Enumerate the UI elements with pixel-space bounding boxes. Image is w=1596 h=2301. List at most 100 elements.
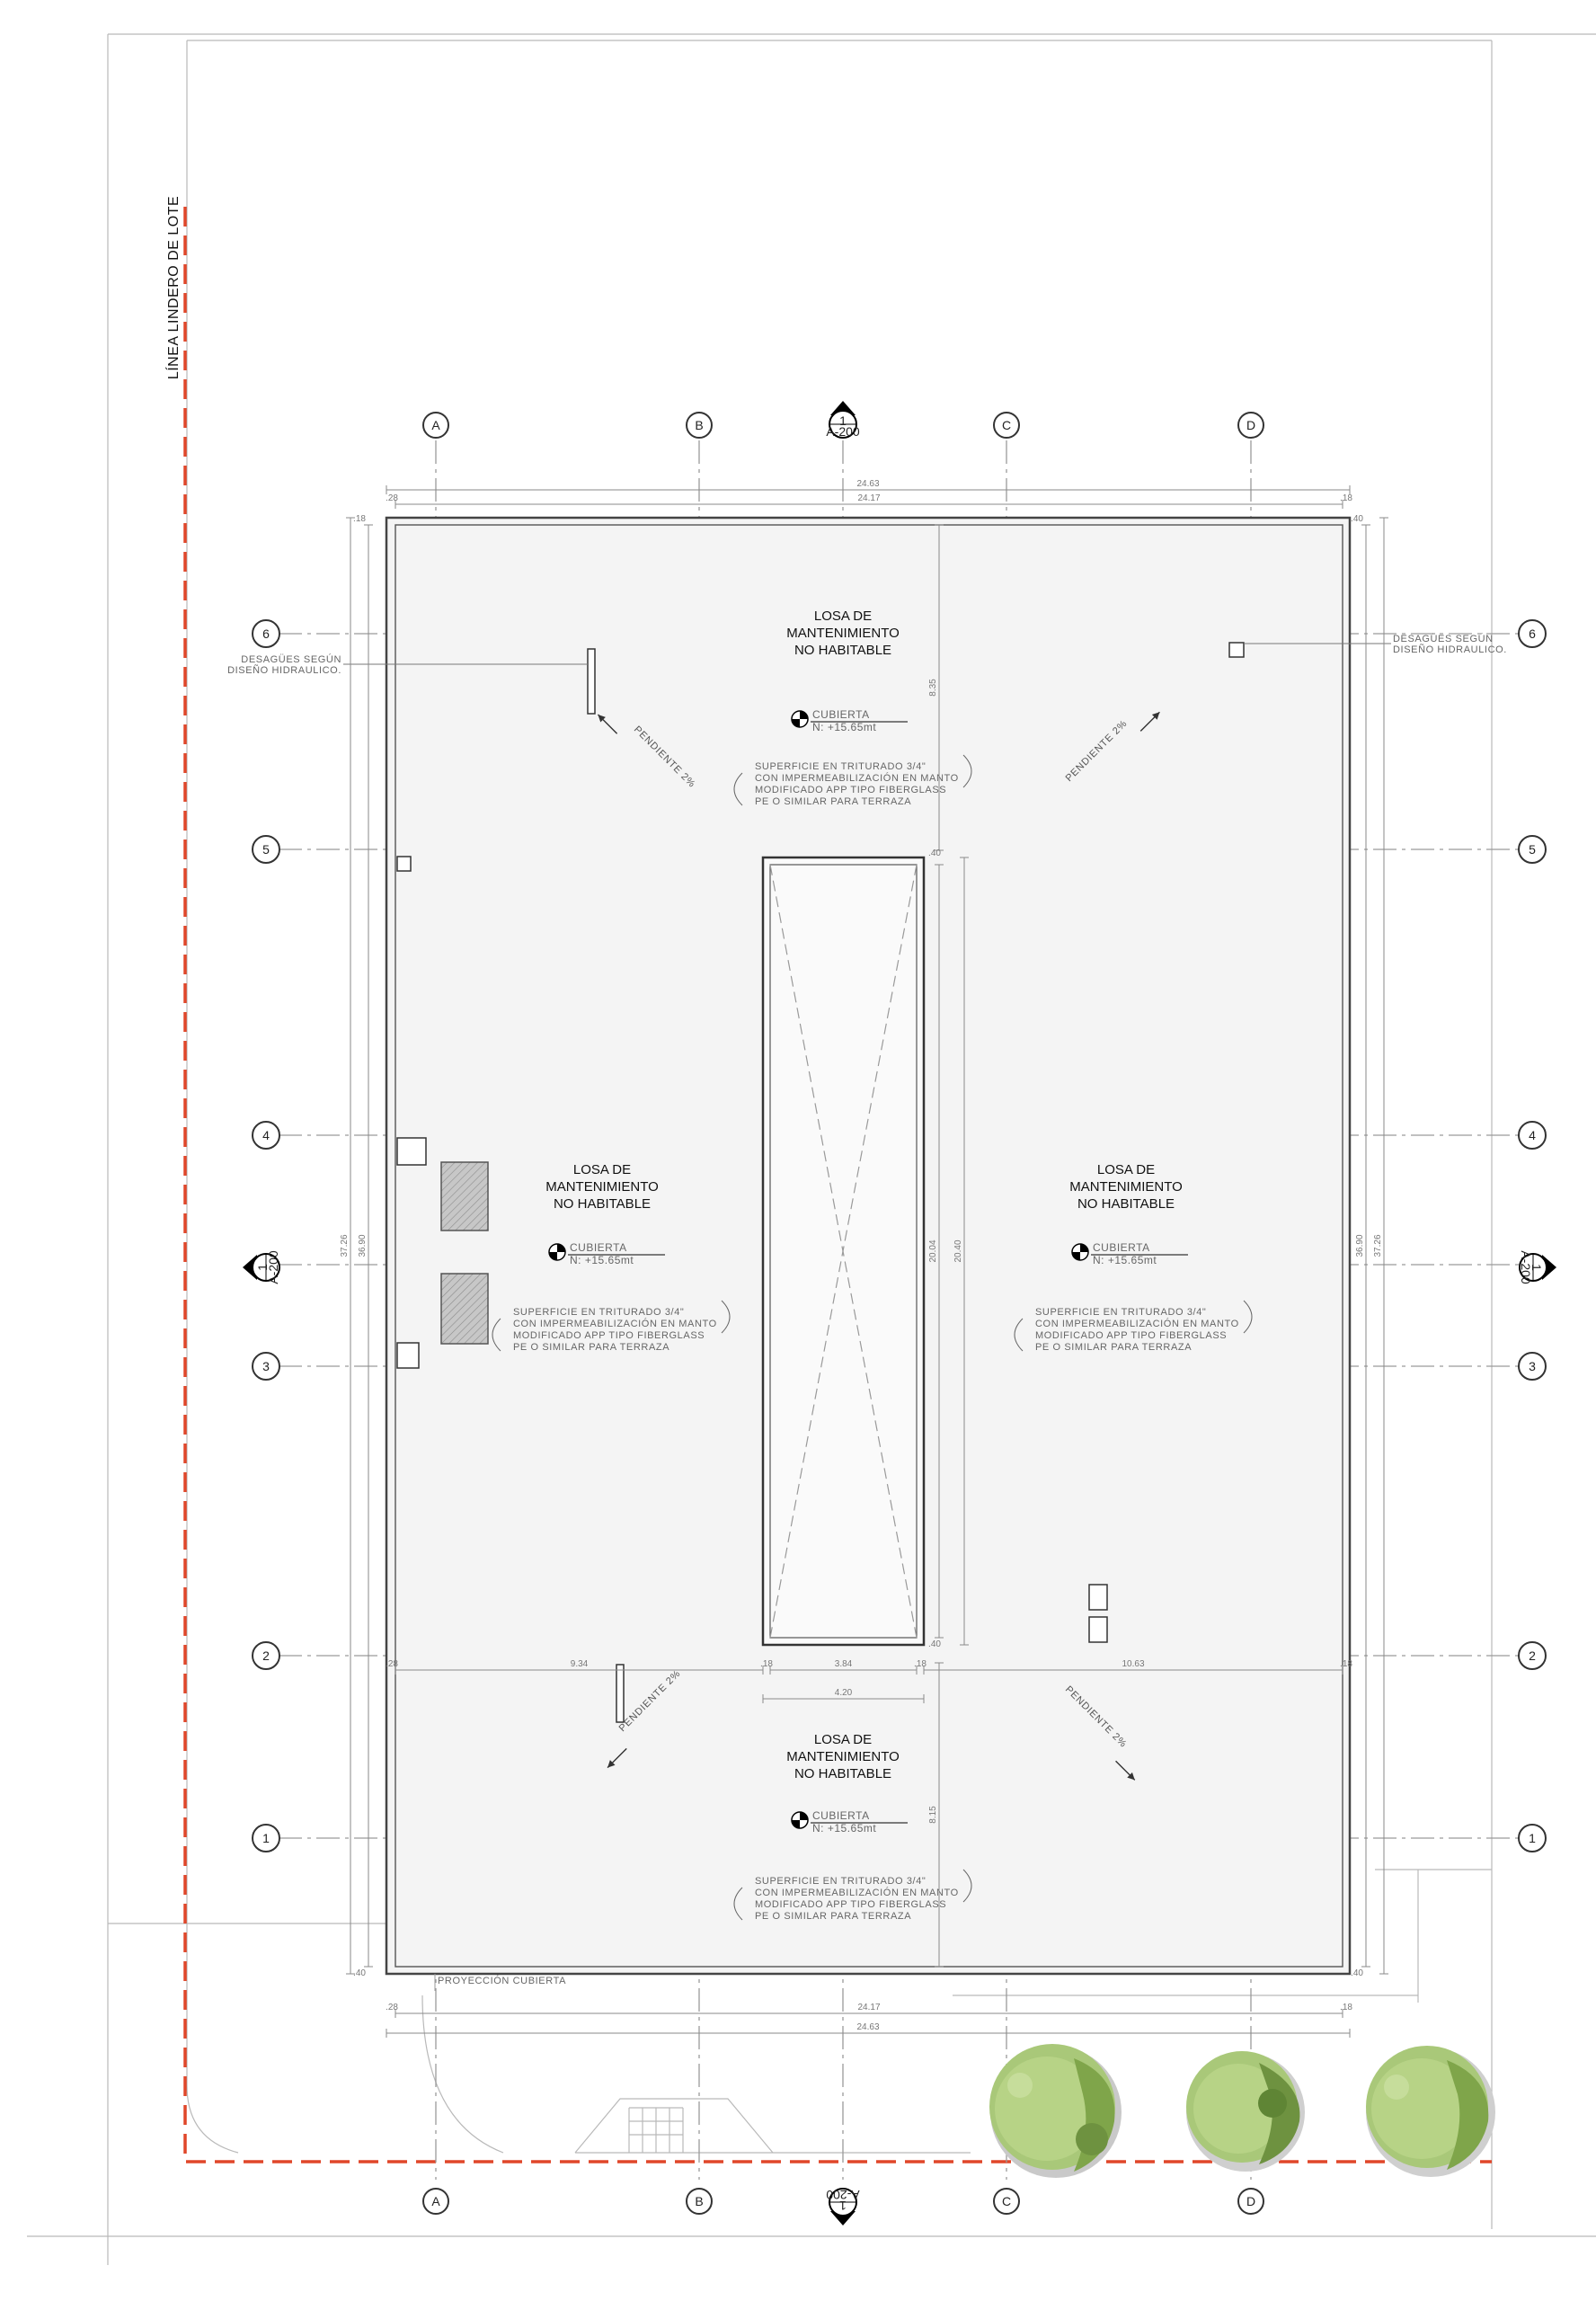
dim-overall-inner-bottom: 24.17 (857, 2003, 880, 2012)
grid-bubble-A (422, 412, 449, 439)
grid-label-5: 5 (1529, 842, 1536, 857)
finish-note-left-line: MODIFICADO APP TIPO FIBERGLASS (513, 1330, 705, 1341)
finish-note-top-leader-r (962, 754, 972, 788)
finish-note-bottom-line: CON IMPERMEABILIZACIÓN EN MANTO (755, 1887, 959, 1898)
grid-bubble-2 (252, 1641, 280, 1670)
finish-note-right-line: PE O SIMILAR PARA TERRAZA (1035, 1342, 1192, 1353)
grid-bubble-A (422, 2188, 449, 2215)
finish-note-left-line: SUPERFICIE EN TRITURADO 3/4" (513, 1307, 684, 1318)
finish-note-top-leader (733, 772, 743, 806)
slab-title-top-line: MANTENIMIENTO (786, 626, 900, 641)
grid-bubble-6 (1518, 619, 1547, 648)
level-marker-q2 (792, 719, 800, 727)
dim-left-top-edge: .18 (353, 514, 366, 524)
grid-label-1: 1 (1529, 1831, 1536, 1845)
dim-seg-left: 9.34 (571, 1659, 589, 1669)
dim-void-outer: 4.20 (835, 1688, 853, 1698)
dim-left-offset-bottom: .28 (386, 2003, 398, 2012)
level-name: CUBIERTA (812, 708, 870, 721)
grid-label-3: 3 (262, 1359, 270, 1373)
grid-bubble-D (1237, 2188, 1264, 2215)
dim-overall-inner-top: 24.17 (857, 493, 880, 503)
dim-void-bottom-edge: .40 (928, 1639, 941, 1649)
grid-bubble-6 (252, 619, 280, 648)
finish-note-top-line: CON IMPERMEABILIZACIÓN EN MANTO (755, 772, 959, 784)
dim-void-inner: 3.84 (835, 1659, 853, 1669)
finish-note-right-line: CON IMPERMEABILIZACIÓN EN MANTO (1035, 1318, 1239, 1329)
level-value: N: +15.65mt (1093, 1254, 1157, 1266)
grid-label-5: 5 (262, 842, 270, 857)
grid-bubble-B (686, 2188, 713, 2215)
finish-note-left-leader (492, 1318, 501, 1352)
grid-bubble-5 (252, 835, 280, 864)
dim-top-block: 8.35 (928, 679, 938, 697)
level-marker-q2 (549, 1252, 557, 1260)
grid-label-2: 2 (1529, 1648, 1536, 1663)
level-value: N: +15.65mt (812, 721, 876, 733)
finish-note-bottom-line: PE O SIMILAR PARA TERRAZA (755, 1911, 911, 1922)
drain-note-right-line: DISEÑO HIDRAULICO. (1393, 644, 1507, 655)
dim-overall-outer-top: 24.63 (856, 479, 879, 489)
grid-bubble-1 (1518, 1824, 1547, 1852)
finish-note-top-line: PE O SIMILAR PARA TERRAZA (755, 796, 911, 807)
slab-title-bottom-line: MANTENIMIENTO (786, 1749, 900, 1764)
central-void (761, 856, 926, 1647)
dim-void-height-outer: 20.40 (953, 1239, 963, 1262)
section-label: 1 (839, 2199, 847, 2213)
finish-note-bottom-leader-r (962, 1869, 972, 1903)
level-marker-q1 (557, 1244, 565, 1252)
level-marker-q1 (1080, 1244, 1088, 1252)
tree-3 (1366, 2046, 1495, 2177)
dim-void-edge-a: .18 (760, 1659, 773, 1669)
grid-bubble-2 (1518, 1641, 1547, 1670)
slab-title-right-line: NO HABITABLE (1077, 1196, 1175, 1212)
grid-label-6: 6 (262, 626, 270, 641)
section-mark-right: 1A-200 (1519, 1250, 1556, 1284)
section-sheet: A-200 (1519, 1250, 1533, 1284)
slab-title-left-line: LOSA DE (573, 1162, 631, 1177)
dim-overall-outer-bottom: 24.63 (856, 2022, 879, 2032)
roof-openings (396, 642, 1245, 1723)
level-value: N: +15.65mt (570, 1254, 634, 1266)
dim-seg-right: 10.63 (1122, 1659, 1144, 1669)
grid-label-4: 4 (1529, 1128, 1536, 1142)
dim-height-inner-left: 36.90 (358, 1234, 368, 1257)
slab-title-left-line: MANTENIMIENTO (545, 1179, 659, 1195)
slab-title-left-line: NO HABITABLE (554, 1196, 651, 1212)
slab-title-top-line: LOSA DE (814, 609, 872, 624)
finish-note-right-leader-r (1243, 1300, 1253, 1334)
grid-label-D: D (1246, 418, 1255, 432)
level-name: CUBIERTA (812, 1809, 870, 1822)
dim-void-edge-b: .18 (914, 1659, 927, 1669)
finish-note-left-leader-r (721, 1300, 731, 1334)
finish-note-right-line: MODIFICADO APP TIPO FIBERGLASS (1035, 1330, 1227, 1341)
section-mark-bottom: 1A-200 (826, 2188, 860, 2225)
finish-note-bottom-leader (733, 1887, 743, 1921)
level-name: CUBIERTA (570, 1241, 627, 1254)
grid-label-D: D (1246, 2194, 1255, 2208)
section-sheet: A-200 (266, 1250, 280, 1284)
grid-label-B: B (695, 2194, 703, 2208)
finish-note-right-leader (1014, 1318, 1024, 1352)
section-sheet: A-200 (826, 2188, 860, 2202)
slab-title-right-line: LOSA DE (1097, 1162, 1155, 1177)
section-mark-left: 1A-200 (243, 1250, 280, 1284)
dim-right-offset-top: .18 (1340, 493, 1352, 503)
level-marker-q1 (800, 711, 808, 719)
grid-bubble-3 (252, 1352, 280, 1381)
dim-left-offset-top: .28 (386, 493, 398, 503)
slab-title-right-line: MANTENIMIENTO (1069, 1179, 1183, 1195)
slab-title-top-line: NO HABITABLE (794, 643, 891, 658)
level-value: N: +15.65mt (812, 1822, 876, 1835)
drain-note-left-line: DISEÑO HIDRAULICO. (227, 664, 341, 676)
level-name: CUBIERTA (1093, 1241, 1150, 1254)
section-sheet: A-200 (826, 424, 860, 439)
drain-note-right-line: DESAGÜES SEGÚN (1393, 633, 1494, 644)
dim-seg-right-offset: .18 (1340, 1659, 1352, 1669)
dim-left-bottom-edge: .40 (353, 1968, 366, 1978)
grid-bubble-C (993, 2188, 1020, 2215)
